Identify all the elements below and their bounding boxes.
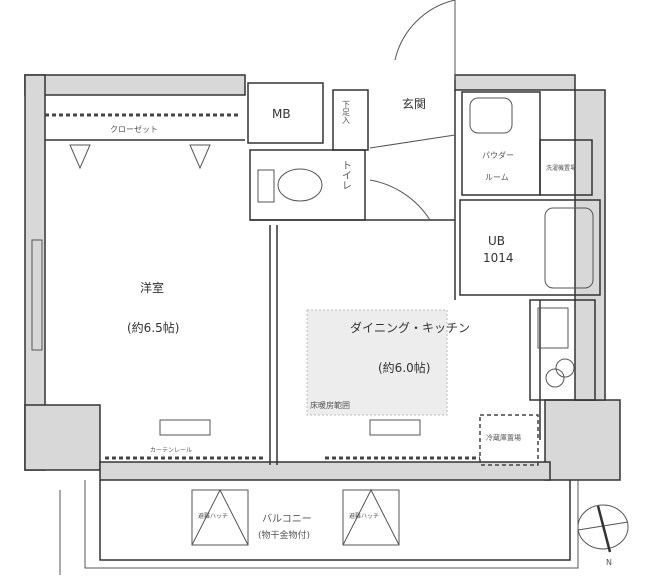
balcony-note: (物干金物付) bbox=[258, 529, 310, 541]
laundry-area bbox=[539, 139, 593, 196]
toilet-label: トイレ bbox=[340, 160, 352, 190]
fridge-label: 冷蔵庫置場 bbox=[486, 433, 521, 442]
shoe-storage bbox=[332, 89, 369, 151]
compass-north: N bbox=[606, 558, 612, 567]
walls bbox=[24, 74, 621, 481]
shoe-storage-label: 下足入 bbox=[342, 100, 351, 124]
ub-label-2: 1014 bbox=[483, 251, 514, 265]
mb-room bbox=[247, 82, 324, 144]
western-room-label: 洋室 bbox=[140, 280, 164, 295]
curtain-rail-label: カーテンレール bbox=[150, 447, 192, 454]
powder-label-1: パウダー bbox=[482, 150, 514, 160]
closet-label: クローゼット bbox=[110, 124, 158, 134]
balcony: 避難ハッチ 避難ハッチ バルコニー (物干金物付) bbox=[59, 480, 579, 575]
toilet-bowl bbox=[277, 168, 323, 202]
balcony-label: バルコニー bbox=[262, 513, 312, 525]
fridge-area bbox=[479, 414, 539, 466]
window-left bbox=[31, 239, 43, 351]
dk-size: (約6.0帖) bbox=[378, 360, 430, 375]
western-room-size: (約6.5帖) bbox=[127, 320, 179, 335]
mb-label: MB bbox=[272, 107, 291, 121]
closet: クローゼット bbox=[45, 113, 245, 170]
genkan-label: 玄関 bbox=[402, 96, 426, 111]
floor-heating-label: 床暖房範囲 bbox=[310, 400, 350, 410]
floor-heating-area bbox=[306, 309, 448, 416]
kitchen-counter bbox=[529, 299, 596, 401]
ub-label-1: UB bbox=[488, 234, 505, 248]
toilet-door[interactable] bbox=[369, 179, 431, 221]
compass: N bbox=[577, 504, 629, 567]
hatch-label-2: 避難ハッチ bbox=[349, 512, 379, 520]
hatch-label-1: 避難ハッチ bbox=[198, 512, 228, 520]
toilet-room bbox=[249, 149, 366, 221]
entrance-door[interactable] bbox=[394, 0, 456, 80]
dk-label: ダイニング・キッチン bbox=[350, 320, 470, 335]
powder-label-2: ルーム bbox=[485, 173, 509, 182]
laundry-label: 洗濯機置場 bbox=[546, 164, 576, 172]
unit-bath bbox=[459, 199, 601, 296]
